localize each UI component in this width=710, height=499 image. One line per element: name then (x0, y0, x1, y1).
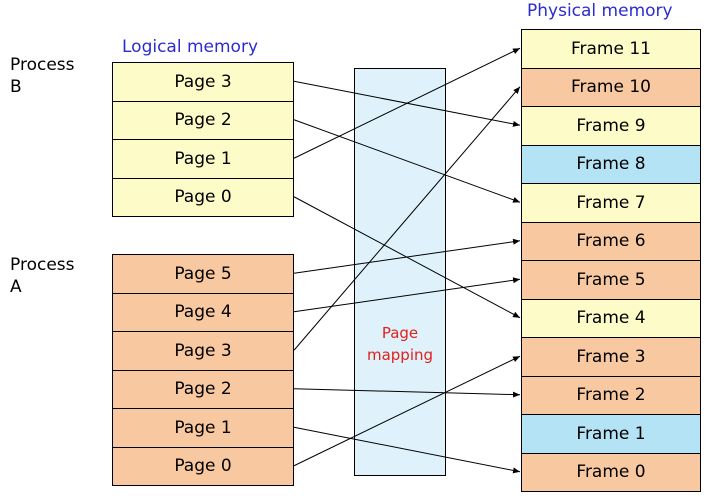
physical-frame: Frame 5 (521, 260, 701, 300)
process-a-label: Process A (10, 255, 75, 297)
mapping-arrow (293, 119, 521, 203)
mapping-arrow (293, 277, 521, 313)
physical-frame: Frame 8 (521, 144, 701, 184)
mapping-arrow (293, 388, 521, 398)
process-a-page: Page 1 (112, 408, 294, 448)
mapping-arrow (293, 426, 521, 474)
process-b-page: Page 0 (112, 177, 294, 217)
process-b-label: Process B (10, 55, 75, 97)
physical-frame: Frame 4 (521, 298, 701, 338)
process-a-page: Page 4 (112, 292, 294, 332)
logical-memory-title: Logical memory (122, 37, 259, 57)
page-mapping-box (354, 68, 446, 476)
process-b-page: Page 2 (112, 100, 294, 140)
process-a-page: Page 3 (112, 331, 294, 371)
process-a-page: Page 5 (112, 254, 294, 294)
physical-frame: Frame 1 (521, 414, 701, 454)
process-b-page: Page 1 (112, 139, 294, 179)
physical-frame: Frame 2 (521, 375, 701, 415)
mapping-arrow (293, 355, 521, 467)
process-b-page: Page 3 (112, 62, 294, 102)
physical-frame: Frame 0 (521, 452, 701, 492)
mapping-arrow (293, 47, 521, 159)
page-mapping-label: Page mapping (366, 324, 434, 364)
physical-memory-title: Physical memory (527, 1, 673, 21)
physical-frame: Frame 11 (521, 29, 701, 69)
physical-frame: Frame 10 (521, 67, 701, 107)
mapping-arrow (293, 238, 521, 274)
process-a-page: Page 2 (112, 369, 294, 409)
mapping-arrow (293, 86, 521, 351)
process-a-page: Page 0 (112, 446, 294, 486)
physical-frame: Frame 9 (521, 106, 701, 146)
